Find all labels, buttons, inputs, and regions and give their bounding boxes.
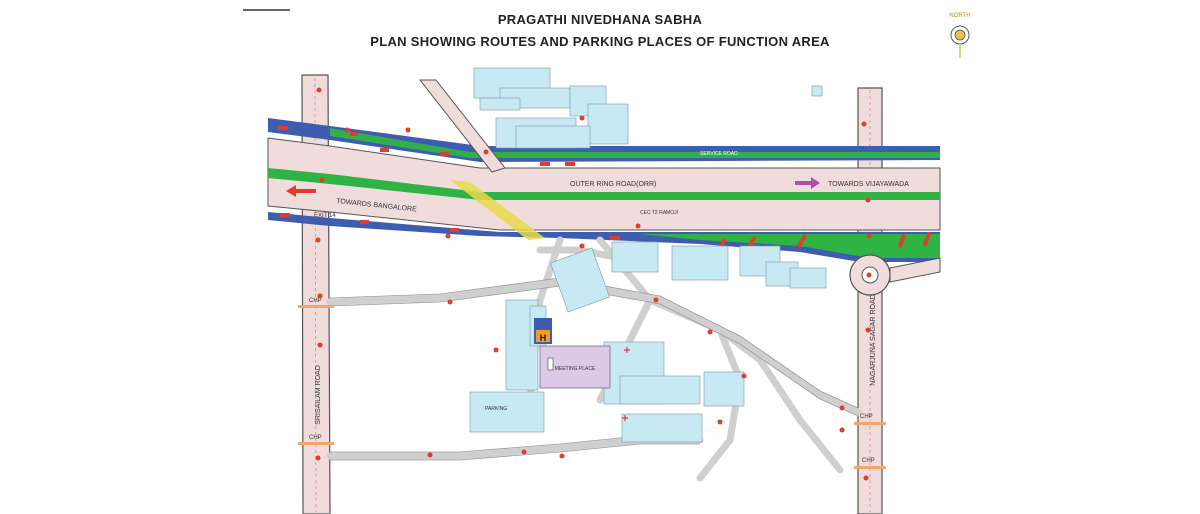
arrow-to-vijayawada-icon [795, 177, 820, 189]
chp-right-top-label: CHP [860, 414, 873, 420]
cec-ramoji-label: CEC T2 RAMOJI [640, 210, 678, 216]
nagarjuna-road-label: NAGARJUNA SAGAR ROAD [870, 294, 877, 385]
cross-markers [622, 347, 630, 421]
orr-label: OUTER RING ROAD(ORR) [570, 181, 656, 188]
north-label: NORTH [949, 13, 970, 19]
upper-service-road [268, 118, 940, 162]
meeting-place-label: MEETING PLACE [555, 366, 596, 372]
outer-ring-road [267, 137, 941, 231]
map-title-line1: PRAGATHI NIVEDHANA SABHA [497, 12, 703, 27]
north-compass-icon [950, 25, 970, 58]
parking-areas [469, 67, 827, 443]
parking-bottom-left-label: PARKING [485, 406, 507, 412]
srisailam-road [301, 74, 331, 514]
chp-markers-left [298, 305, 334, 445]
chp-left-top-label: CHP [309, 298, 322, 304]
helipad-label: H [540, 333, 547, 343]
helipad-icon [534, 318, 552, 344]
exit-14-label: EXIT 14 [314, 213, 336, 219]
diagonal-access-road [418, 79, 545, 240]
meeting-place-area [539, 345, 611, 389]
map-title-line2: PLAN SHOWING ROUTES AND PARKING PLACES O… [370, 34, 830, 49]
towards-vijayawada-label: TOWARDS VIJAYAWADA [828, 181, 909, 188]
arrow-to-bangalore-icon [286, 185, 316, 197]
chp-right-bottom-label: CHP [862, 458, 875, 464]
srisailam-road-label: SRISAILAM ROAD [315, 365, 322, 425]
location-markers [315, 87, 872, 481]
upper-service-road-label: SERVICE ROAD [700, 151, 738, 157]
chp-left-bottom-label: CHP [309, 435, 322, 441]
chp-markers-right [854, 422, 886, 469]
